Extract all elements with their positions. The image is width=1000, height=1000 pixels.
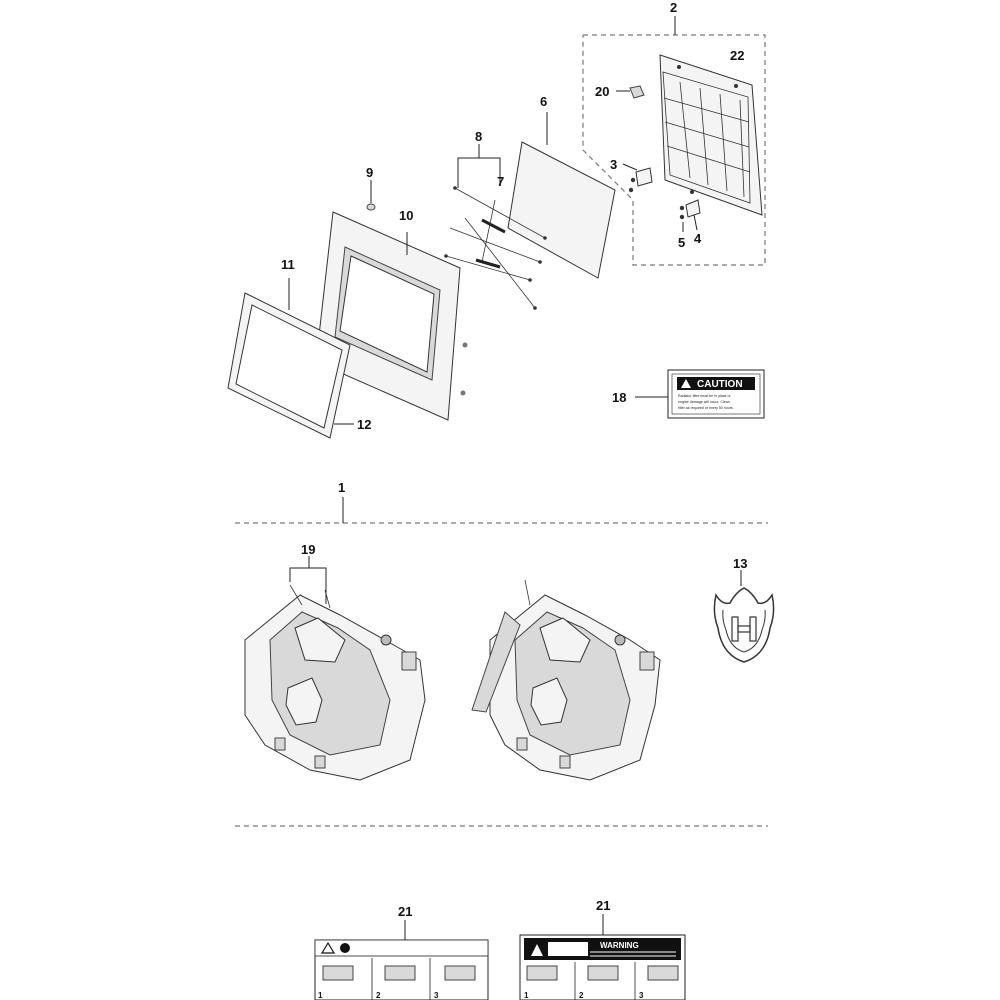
brand-logo-13 [713,570,775,663]
callout-1: 1 [338,480,345,495]
callout-7: 7 [497,174,504,189]
shroud-left [244,556,426,781]
grille-panel [659,54,763,216]
callout-21-left: 21 [398,904,412,919]
callout-22: 22 [730,48,744,63]
nut-part-9 [366,180,376,211]
warning-triangle-icon [320,941,336,954]
frame-part-10 [315,211,468,421]
callout-3: 3 [610,157,617,172]
caution-heading: CAUTION [697,379,743,390]
caution-line-2: engine damage will occur. Clean [678,400,730,404]
caution-line-3: filter as required or every 50 hours. [678,406,734,410]
callout-11: 11 [281,257,295,272]
warning-step-2: 2 [579,991,584,1000]
decal-left-step-2: 2 [376,991,381,1000]
decal-left-21: 1 2 3 [314,920,489,1000]
warning-decal-21: WARNING 1 2 3 [519,914,686,1000]
caution-label: CAUTION Radiator filter must be in place… [635,369,765,419]
callout-19: 19 [301,542,315,557]
caution-line-1: Radiator filter must be in place or [678,394,732,398]
warning-triangle-icon [681,379,691,388]
callout-5: 5 [678,235,685,250]
callout-9: 9 [366,165,373,180]
warning-triangle-icon [531,944,543,956]
decal-left-step-3: 3 [434,991,439,1000]
warning-step-1: 1 [524,991,529,1000]
callout-6: 6 [540,94,547,109]
assembly-box-2 [582,16,766,266]
latch-part-20 [616,85,645,99]
callout-12: 12 [357,417,371,432]
callout-13: 13 [733,556,747,571]
callout-21-right: 21 [596,898,610,913]
frame-part-11-12 [227,278,354,439]
callout-10: 10 [399,208,413,223]
shroud-right [471,579,661,781]
callout-labels: 2 22 20 6 8 7 3 9 10 4 5 11 18 12 1 19 1… [281,0,747,919]
callout-2: 2 [670,0,677,15]
decal-left-step-1: 1 [318,991,323,1000]
callout-8: 8 [475,129,482,144]
bracket-parts-3-4-5 [622,163,701,232]
warning-heading: WARNING [600,941,639,950]
rod-parts-7-8 [444,144,547,310]
callout-18: 18 [612,390,626,405]
callout-20: 20 [595,84,609,99]
warning-step-3: 3 [639,991,644,1000]
filter-panel-6 [507,141,616,279]
prohibition-icon [340,943,350,953]
callout-4: 4 [694,231,702,246]
